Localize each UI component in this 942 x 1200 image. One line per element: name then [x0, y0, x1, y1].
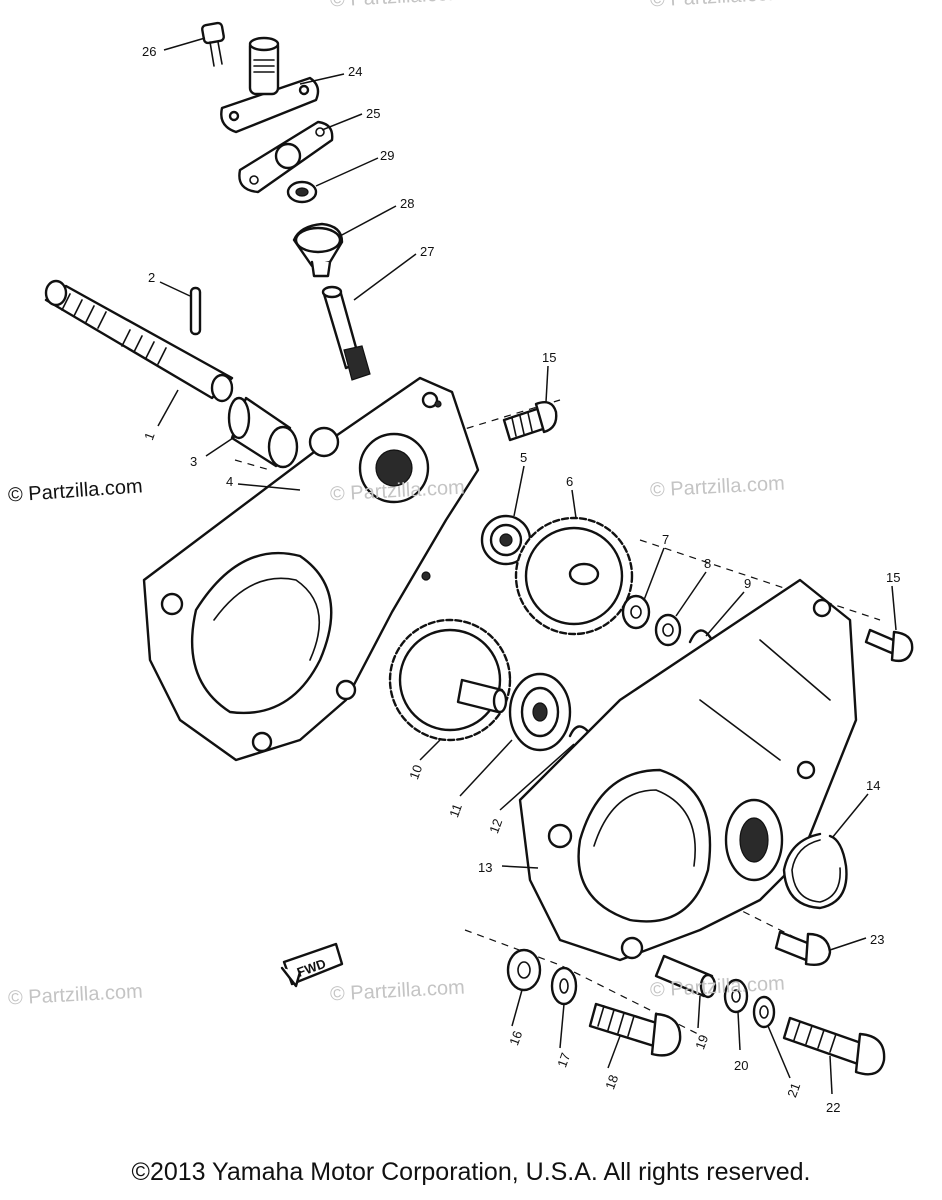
callout-9: 9 [744, 576, 751, 591]
part-4-front-housing[interactable] [142, 376, 480, 762]
callout-5: 5 [520, 450, 527, 465]
callout-23: 23 [870, 932, 884, 947]
callout-17: 17 [554, 1051, 573, 1070]
callout-12: 12 [486, 817, 505, 836]
callout-4: 4 [226, 474, 233, 489]
part-17-washer[interactable] [550, 966, 578, 1006]
callout-14: 14 [866, 778, 880, 793]
part-7-washer[interactable] [621, 594, 651, 630]
part-22-bolt[interactable] [782, 1016, 886, 1076]
callout-25: 25 [366, 106, 380, 121]
callout-numbers: 1 2 3 4 5 6 7 8 9 10 11 12 13 14 15 15 1… [141, 44, 900, 1115]
callout-10: 10 [406, 763, 425, 782]
part-21-washer[interactable] [752, 995, 776, 1029]
forward-direction-arrow: FWD [280, 942, 344, 988]
part-15-bolt-right[interactable] [864, 628, 914, 663]
part-14-circlip[interactable] [782, 832, 848, 910]
part-6-gear[interactable] [514, 516, 634, 636]
part-25-gasket[interactable] [238, 120, 334, 194]
part-3-collar[interactable] [227, 396, 299, 469]
part-11-bearing[interactable] [508, 672, 572, 752]
part-18-bolt[interactable] [588, 1002, 682, 1057]
callout-15b: 15 [886, 570, 900, 585]
callout-27: 27 [420, 244, 434, 259]
part-8-washer[interactable] [654, 613, 682, 647]
callout-28: 28 [400, 196, 414, 211]
callout-18: 18 [602, 1073, 621, 1092]
part-20-washer[interactable] [723, 978, 749, 1014]
copyright-notice: ©2013 Yamaha Motor Corporation, U.S.A. A… [131, 1158, 811, 1186]
callout-26: 26 [142, 44, 156, 59]
callout-3: 3 [190, 454, 197, 469]
callout-24: 24 [348, 64, 362, 79]
part-28-bushing[interactable] [292, 222, 344, 278]
callout-21: 21 [784, 1081, 803, 1100]
part-16-washer[interactable] [506, 948, 542, 992]
part-2-pin[interactable] [189, 286, 202, 336]
part-27-shaft[interactable] [321, 285, 371, 381]
callout-16: 16 [506, 1029, 525, 1048]
part-13-rear-housing[interactable] [518, 578, 858, 962]
part-24-housing-plate[interactable] [220, 36, 320, 134]
callout-22: 22 [826, 1100, 840, 1115]
part-26-bolt[interactable] [201, 21, 225, 67]
part-1-worm-shaft[interactable] [44, 279, 234, 403]
part-23-bolt[interactable] [774, 930, 832, 966]
callout-2: 2 [148, 270, 155, 285]
callout-1: 1 [141, 430, 158, 442]
callout-11: 11 [446, 802, 465, 820]
callout-20: 20 [734, 1058, 748, 1073]
part-19-sleeve[interactable] [654, 954, 717, 999]
leader-lines [157, 37, 897, 1095]
part-10-gear[interactable] [388, 618, 512, 742]
part-15-bolt-upper[interactable] [502, 401, 558, 442]
callout-19: 19 [692, 1033, 711, 1052]
part-29-nut[interactable] [286, 180, 318, 204]
callout-8: 8 [704, 556, 711, 571]
callout-13: 13 [478, 860, 492, 875]
callout-7: 7 [662, 532, 669, 547]
callout-29: 29 [380, 148, 394, 163]
callout-6: 6 [566, 474, 573, 489]
callout-15a: 15 [542, 350, 556, 365]
